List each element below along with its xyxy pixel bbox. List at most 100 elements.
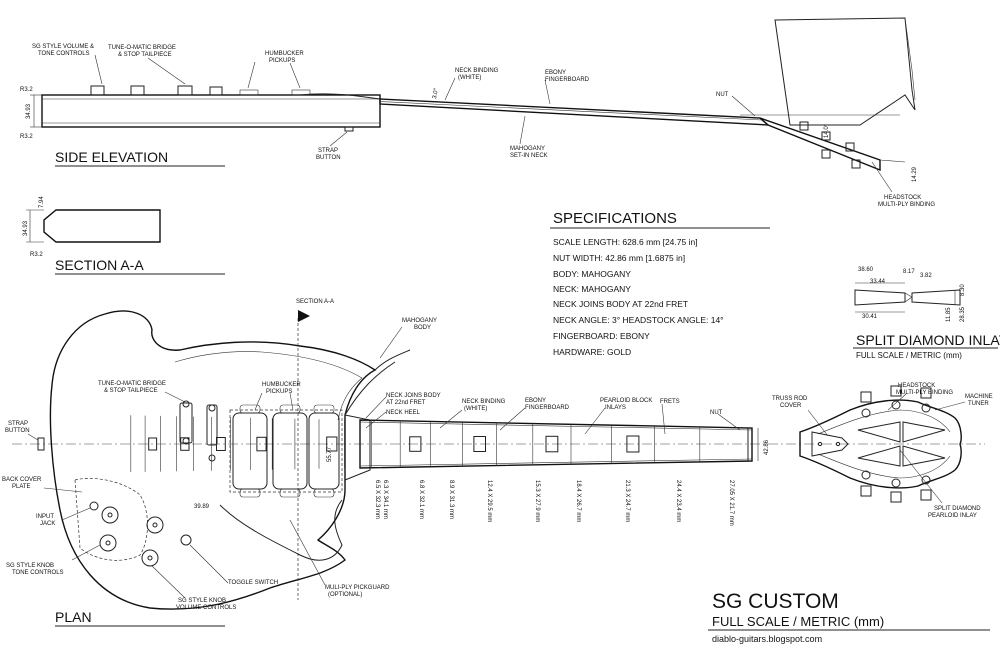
side-pickup bbox=[239, 89, 259, 96]
dim-section-height: 34.93 bbox=[23, 220, 29, 236]
label-back-cover: BACK COVER bbox=[2, 477, 42, 483]
side-headstock bbox=[759, 117, 881, 172]
label-frets: FRETS bbox=[660, 399, 680, 405]
block-inlay bbox=[216, 437, 226, 451]
label-plan-bridge: TUNE-O-MATIC BRIDGE bbox=[98, 381, 166, 387]
dim-nut-width: 42.86 bbox=[764, 439, 770, 455]
dim-r-bottom: R3.2 bbox=[20, 134, 33, 140]
knob-volume-1[interactable] bbox=[146, 516, 164, 534]
side-elevation-title: SIDE ELEVATION bbox=[55, 149, 168, 165]
side-knob bbox=[90, 85, 105, 96]
plan-headstock bbox=[799, 399, 962, 489]
label-machine-tuner-2: TUNER bbox=[968, 401, 989, 407]
label-plan-nut: NUT bbox=[710, 410, 723, 416]
label-plan-fingerboard: EBONY bbox=[525, 398, 546, 404]
label-strap: STRAP bbox=[318, 148, 338, 154]
label-plan-strap-2: BUTTON bbox=[5, 428, 30, 434]
side-tailpiece bbox=[177, 85, 193, 96]
label-pickguard-2: (OPTIONAL) bbox=[328, 592, 362, 598]
knob-tone-2[interactable] bbox=[99, 534, 117, 552]
label-neck-binding-2: (WHITE) bbox=[458, 75, 481, 81]
dim-r-top: R3.2 bbox=[20, 87, 33, 93]
drawing-title: SG CUSTOM bbox=[712, 590, 839, 613]
diamond-dim-g: 11.85 bbox=[946, 307, 952, 322]
diamond-dim-h: 28.35 bbox=[960, 306, 966, 322]
source-url: diablo-guitars.blogspot.com bbox=[712, 634, 822, 644]
dim-head-angle: 14.0° bbox=[824, 123, 830, 138]
dim-pickup-length: 55.77 bbox=[327, 446, 333, 462]
back-cover-plate bbox=[74, 478, 148, 561]
side-neck-heel bbox=[299, 93, 381, 100]
label-plan-strap: STRAP bbox=[8, 421, 28, 427]
plan-pickguard bbox=[219, 499, 343, 561]
spec-nut-width: NUT WIDTH: 42.86 mm [1.6875 in] bbox=[553, 253, 685, 263]
label-pickups: HUMBUCKER bbox=[265, 51, 304, 57]
knob-tone-1[interactable] bbox=[101, 506, 119, 524]
inlay-size-label: 8.9 X 31.3 mm bbox=[448, 480, 454, 519]
pickup-route bbox=[229, 409, 343, 493]
label-bridge-2: & STOP TAILPIECE bbox=[118, 52, 172, 58]
spec-body: BODY: MAHOGANY bbox=[553, 269, 631, 279]
section-aa-view: 7.94 34.93 R3.2 SECTION A-A bbox=[23, 196, 225, 275]
label-block-inlays: PEARLOID BLOCK bbox=[600, 398, 652, 404]
label-head-binding: HEADSTOCK bbox=[884, 195, 921, 201]
label-pickups-2: PICKUPS bbox=[269, 58, 295, 64]
label-diamond-inlay-2: PEARLOID INLAY bbox=[928, 513, 977, 519]
side-knob bbox=[130, 85, 145, 96]
label-toggle: TOGGLE SWITCH bbox=[228, 580, 278, 586]
label-tone-knobs-2: TONE CONTROLS bbox=[12, 570, 64, 576]
fret-lines bbox=[130, 415, 701, 473]
label-plan-head-binding: HEADSTOCK bbox=[898, 383, 935, 389]
knob-volume-2[interactable] bbox=[141, 549, 159, 567]
label-truss-rod-2: COVER bbox=[780, 403, 802, 409]
split-diamond-inlay-view: 38.60 33.44 8.17 3.82 8.30 30.41 11.85 2… bbox=[853, 267, 1000, 360]
plan-neck-heel bbox=[344, 414, 371, 481]
headstock-tilt-outline bbox=[774, 17, 916, 126]
label-plan-fingerboard-2: FINGERBOARD bbox=[525, 405, 570, 411]
block-inlay bbox=[626, 435, 640, 453]
pickup-middle bbox=[272, 412, 308, 490]
dim-pickup-spacing: 39.89 bbox=[194, 504, 210, 510]
tuner-icon bbox=[890, 491, 902, 503]
spec-hardware: HARDWARE: GOLD bbox=[553, 347, 631, 357]
label-nut: NUT bbox=[716, 92, 729, 98]
inlay-size-label: 6.3 X 34.1 mm bbox=[382, 480, 388, 519]
section-aa-title: SECTION A-A bbox=[55, 257, 144, 273]
toggle-switch[interactable] bbox=[180, 534, 192, 546]
label-strap-2: BUTTON bbox=[316, 155, 341, 161]
label-plan-pickups: HUMBUCKER bbox=[262, 382, 301, 388]
label-neck: MAHOGANY bbox=[510, 146, 545, 152]
side-elevation-view: R3.2 R3.2 34.93 3.0° 14.0° 14.29 SG STYL… bbox=[20, 17, 935, 208]
label-mahogany-body-2: BODY bbox=[414, 325, 431, 331]
dim-head-thickness: 14.29 bbox=[912, 166, 918, 182]
label-controls: SG STYLE VOLUME & bbox=[32, 44, 94, 50]
side-body-outline bbox=[41, 94, 381, 128]
side-bridge bbox=[209, 86, 223, 96]
label-plan-neck-binding: NECK BINDING bbox=[462, 399, 506, 405]
block-inlay bbox=[256, 436, 267, 452]
inlay-size-label: 21.3 X 24.7 mm bbox=[624, 480, 630, 522]
input-jack[interactable] bbox=[89, 501, 99, 511]
block-inlay bbox=[409, 436, 422, 452]
inlay-size-label: 6.8 X 32.1 mm bbox=[418, 480, 424, 519]
tuner-icon bbox=[890, 385, 902, 397]
specifications-title: SPECIFICATIONS bbox=[553, 210, 677, 227]
label-fingerboard: EBONY bbox=[545, 70, 566, 76]
spec-neck-joins: NECK JOINS BODY AT 22nd FRET bbox=[553, 299, 688, 309]
section-hatched-body bbox=[43, 209, 161, 243]
plan-strap-button bbox=[37, 437, 45, 451]
diamond-dim-b: 33.44 bbox=[870, 279, 886, 285]
block-inlay bbox=[545, 435, 559, 453]
inlay-size-label: 18.4 X 26.7 mm bbox=[575, 480, 581, 522]
truss-rod-cover bbox=[811, 431, 849, 457]
dim-thickness: 34.93 bbox=[26, 103, 32, 119]
inlay-left-half bbox=[854, 289, 906, 306]
side-neck bbox=[379, 98, 770, 126]
section-marker-label: SECTION A-A bbox=[296, 299, 334, 305]
label-controls-2: TONE CONTROLS bbox=[38, 51, 90, 57]
diamond-title: SPLIT DIAMOND INLAY bbox=[856, 332, 1000, 348]
diamond-dim-f: 30.41 bbox=[862, 314, 878, 320]
block-inlays bbox=[148, 435, 640, 453]
